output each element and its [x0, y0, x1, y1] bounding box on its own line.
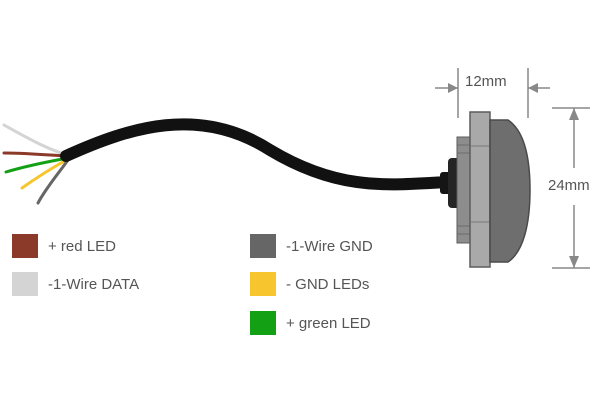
- legend-item-gnd-leds: - GND LEDs: [250, 272, 369, 296]
- legend-label: -1-Wire DATA: [48, 275, 140, 293]
- connector-flange: [469, 111, 491, 268]
- legend-swatch: [250, 272, 276, 296]
- legend-item-green-led: + green LED: [250, 311, 371, 335]
- wire-gnd: [36, 158, 70, 205]
- wire-data: [2, 123, 70, 157]
- legend-label: + red LED: [48, 237, 116, 255]
- legend-item-wire-gnd: -1-Wire GND: [250, 234, 373, 258]
- width-dimension-label: 12mm: [465, 73, 507, 90]
- legend-swatch: [250, 311, 276, 335]
- cable: [60, 118, 454, 191]
- threaded-nut: [456, 136, 472, 244]
- legend-swatch: [12, 234, 38, 258]
- connector-dome: [489, 119, 531, 263]
- legend-item-red-led: + red LED: [12, 234, 116, 258]
- legend-swatch: [250, 234, 276, 258]
- exposed-wires: [2, 123, 70, 205]
- legend-label: - GND LEDs: [286, 275, 370, 293]
- width-dimension: [435, 68, 550, 118]
- height-dimension: [552, 107, 590, 269]
- legend-swatch: [12, 272, 38, 296]
- height-dimension-label: 24mm: [548, 177, 590, 194]
- legend-label: -1-Wire GND: [286, 237, 373, 255]
- legend-label: + green LED: [286, 314, 371, 332]
- legend-item-wire-data: -1-Wire DATA: [12, 272, 139, 296]
